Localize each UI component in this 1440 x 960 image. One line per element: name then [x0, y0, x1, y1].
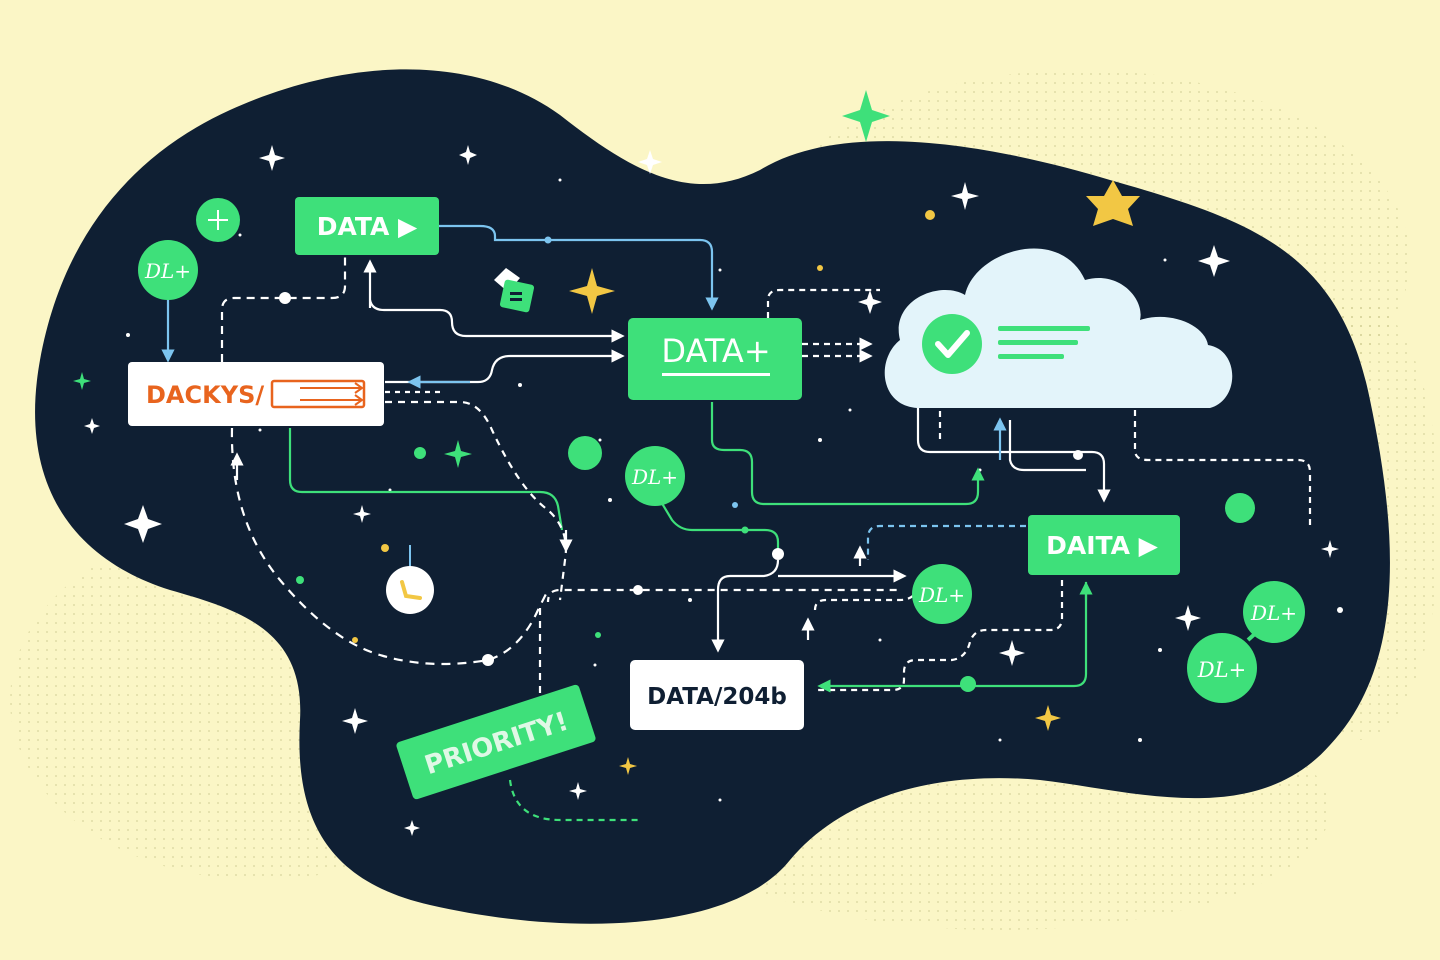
sparkle-icon	[404, 820, 420, 836]
starfield	[126, 178, 1343, 802]
data-2046-node-label: DATA/204b	[647, 684, 787, 710]
dl-node-left[interactable]: DL+	[138, 240, 198, 300]
sparkle-icon	[842, 90, 890, 142]
sparkle-icon	[353, 505, 371, 523]
star-icon	[1086, 180, 1140, 226]
sparkle-icon	[1175, 605, 1201, 631]
sparkle-icon	[569, 268, 615, 314]
sparkle-icon	[999, 640, 1025, 666]
sparkle-icon	[84, 418, 100, 434]
sparkle-icon	[858, 290, 882, 314]
sparkle-icon	[73, 372, 91, 390]
dl-node-right-b-label: DL+	[1250, 601, 1297, 625]
dl-node-right-a[interactable]: DL+	[912, 564, 972, 624]
sparkle-icon	[569, 782, 587, 800]
plus-circle-icon[interactable]	[196, 198, 240, 242]
sparkle-icon	[459, 145, 477, 165]
daita-node[interactable]: DAITA ▶	[1028, 515, 1180, 575]
dackys-node[interactable]: DACKYS/	[128, 362, 384, 426]
dackys-node-label: DACKYS/	[146, 381, 264, 409]
dl-node-left-label: DL+	[144, 259, 191, 283]
clock-icon	[386, 545, 434, 614]
sparkle-icons	[73, 90, 1339, 836]
sparkle-icon	[1198, 245, 1230, 277]
data-node-center[interactable]: DATA+	[628, 318, 802, 400]
sparkle-icon	[638, 150, 662, 174]
connector-lines	[161, 224, 1312, 822]
dl-node-right-c[interactable]: DL+	[1187, 633, 1257, 703]
check-circle-icon	[922, 314, 982, 374]
dl-node-right-a-label: DL+	[918, 583, 965, 607]
data-node-top-label: DATA ▶	[317, 212, 418, 241]
sparkle-icon	[444, 440, 472, 468]
sparkle-icon	[342, 708, 368, 734]
colored-dots	[296, 210, 1255, 643]
daita-node-label: DAITA ▶	[1046, 531, 1159, 560]
cloud-icon	[884, 248, 1233, 408]
data-node-top[interactable]: DATA ▶	[295, 197, 439, 255]
sparkle-icon	[619, 757, 637, 775]
dl-node-right-c-label: DL+	[1197, 658, 1246, 682]
sparkle-icon	[951, 182, 979, 210]
arrow-box-icon	[270, 379, 366, 409]
sparkle-icon	[259, 145, 285, 171]
sparkle-icon	[124, 505, 162, 543]
data-2046-node[interactable]: DATA/204b	[630, 660, 804, 730]
dl-node-mid-label: DL+	[631, 465, 678, 489]
sparkle-icon	[1321, 540, 1339, 558]
dl-node-right-b[interactable]: DL+	[1243, 581, 1305, 643]
data-node-center-label: DATA+	[661, 332, 770, 370]
rocket-icon	[494, 268, 535, 313]
sparkle-icon	[1035, 705, 1061, 731]
arrow-right-icon	[300, 382, 364, 406]
dl-node-mid[interactable]: DL+	[625, 446, 685, 506]
